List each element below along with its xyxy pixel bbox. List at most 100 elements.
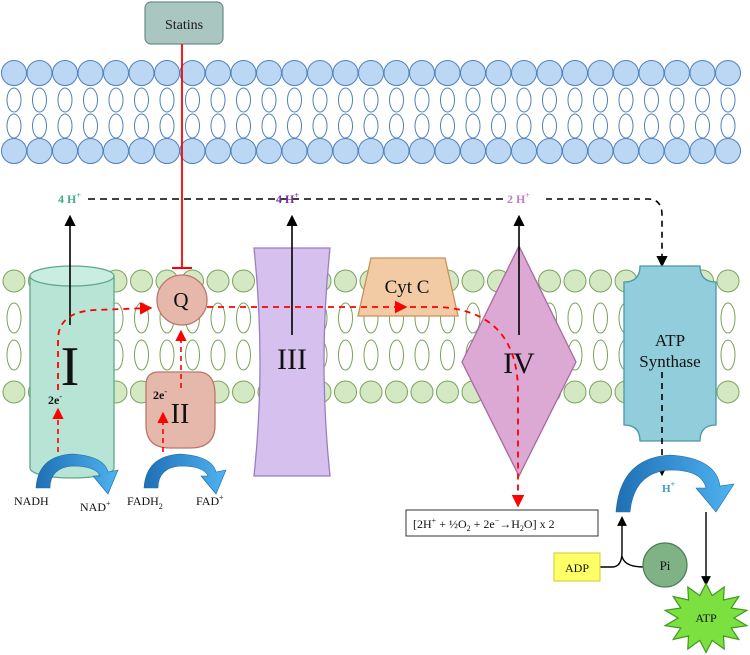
lipid-head — [103, 138, 129, 164]
lipid-tail — [491, 87, 506, 113]
lipid-head — [332, 138, 359, 164]
complex-iv: IV — [461, 244, 577, 478]
lipid-tail — [134, 87, 149, 113]
lipid-tail — [159, 87, 175, 113]
lipid-tail — [414, 87, 430, 113]
lipid-tail — [236, 339, 251, 371]
lipid-head — [358, 60, 384, 86]
lipid-head — [154, 60, 180, 86]
lipid-head — [511, 60, 537, 86]
atp-label: ATP — [695, 611, 717, 625]
lipid-head — [52, 138, 78, 164]
lipid-tail — [83, 87, 98, 113]
lipid-tail — [414, 113, 430, 139]
lipid-tail — [440, 113, 455, 139]
lipid-head — [434, 138, 461, 164]
lipid-head — [26, 138, 53, 164]
lipid-tail — [567, 113, 583, 139]
lipid-head — [179, 60, 206, 86]
lipid-tail — [6, 339, 22, 371]
nadh-curved-arrow — [35, 453, 119, 495]
lipid-tail — [6, 87, 22, 113]
lipid-tail — [210, 87, 226, 113]
lipid-tail — [389, 87, 404, 113]
lipid-head — [383, 60, 410, 86]
synthase-line1: ATP — [655, 331, 685, 350]
lipid-tail — [567, 302, 583, 334]
lipid-head — [589, 380, 612, 404]
ubiquinone-q: Q — [156, 274, 208, 326]
lipid-tail — [6, 302, 22, 334]
lipid-head — [563, 380, 587, 404]
lipid-tail — [108, 87, 124, 113]
lipid-head — [436, 380, 459, 404]
lipid-head — [358, 138, 384, 164]
lipid-head — [205, 138, 231, 164]
lipid-tail — [363, 87, 379, 113]
lipid-head — [589, 269, 612, 293]
lipid-tail — [465, 302, 481, 334]
lipid-tail — [542, 113, 557, 139]
lipid-head — [128, 138, 155, 164]
proton-label-iii: 4 H+ — [276, 191, 299, 206]
lipid-tail — [593, 302, 608, 334]
lipid-head — [307, 138, 333, 164]
fadh2-curved-arrow — [143, 453, 227, 495]
lipid-head — [206, 269, 230, 293]
lipid-tail — [567, 87, 583, 113]
synthase-line2: Synthase — [639, 352, 700, 371]
lipid-tail — [465, 113, 481, 139]
atp-synthase: ATP Synthase — [623, 265, 717, 442]
lipid-head — [664, 138, 690, 164]
lipid-tail — [287, 113, 302, 139]
complex-ii-electrons: 2e- — [153, 387, 167, 402]
lipid-tail — [236, 87, 251, 113]
lipid-head — [307, 60, 333, 86]
lipid-tail — [236, 302, 251, 334]
adp-label: ADP — [565, 561, 589, 575]
water-reaction-box: [2H+ + ½O2 + 2e−→H2O] x 2 — [405, 509, 599, 537]
lipid-head — [613, 138, 639, 164]
lipid-head — [538, 269, 561, 293]
lipid-head — [256, 138, 282, 164]
lipid-head — [536, 138, 563, 164]
lipid-head — [536, 60, 563, 86]
lipid-tail — [593, 113, 608, 139]
lipid-head — [230, 60, 257, 86]
upper-membrane — [1, 60, 741, 164]
lipid-head — [256, 60, 282, 86]
lipid-head — [562, 138, 588, 164]
lipid-tail — [210, 113, 226, 139]
atp-star: ATP — [663, 582, 749, 654]
lipid-head — [410, 380, 434, 404]
lipid-head — [383, 138, 410, 164]
lipid-head — [460, 138, 486, 164]
lipid-tail — [32, 87, 47, 113]
lipid-tail — [57, 113, 73, 139]
lipid-tail — [720, 113, 736, 139]
lipid-tail — [593, 87, 608, 113]
complex-i: I 2e- — [29, 265, 115, 479]
synthase-proton-label: H+ — [662, 480, 676, 495]
lipid-tail — [210, 302, 226, 334]
lipid-head — [103, 60, 129, 86]
lipid-tail — [669, 113, 685, 139]
lipid-tail — [542, 87, 557, 113]
statins-box: Statins — [144, 1, 224, 45]
lipid-tail — [440, 339, 455, 371]
lipid-tail — [644, 87, 659, 113]
lipid-head — [715, 138, 741, 164]
lipid-head — [77, 60, 104, 86]
lipid-tail — [695, 113, 710, 139]
lipid-head — [434, 60, 461, 86]
lipid-head — [511, 138, 537, 164]
complex-i-label: I — [61, 336, 80, 398]
lipid-tail — [491, 113, 506, 139]
pi-circle: Pi — [642, 542, 688, 588]
lipid-head — [128, 60, 155, 86]
lipid-head — [485, 60, 512, 86]
lipid-tail — [389, 113, 404, 139]
nadh-label: NADH — [14, 494, 49, 508]
lipid-head — [1, 138, 27, 164]
